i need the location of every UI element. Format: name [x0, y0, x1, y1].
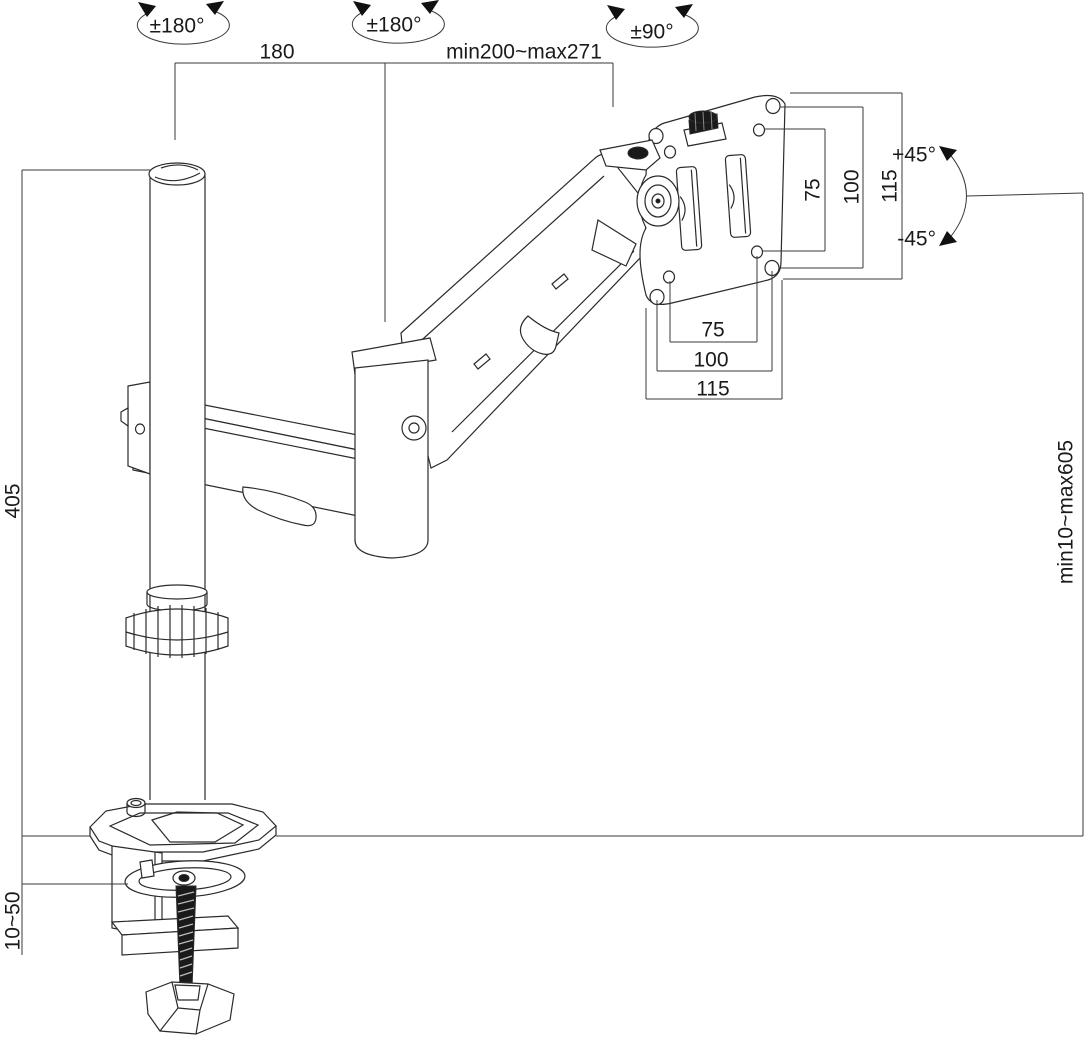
dim-forearm: min200~max271 — [385, 41, 614, 107]
clamp-screw — [175, 885, 197, 989]
dim-upper-arm: 180 — [174, 41, 386, 322]
dim-10-50-label: 10~50 — [2, 892, 25, 951]
tilt-pivot-head — [591, 139, 680, 267]
vesa-width-75-label: 75 — [701, 319, 724, 342]
vesa-width-115-label: 115 — [696, 378, 729, 401]
cable-clip — [242, 486, 317, 527]
pole — [148, 162, 206, 800]
vesa-height-100-label: 100 — [841, 169, 864, 204]
dim-pole-height: 405 10~50 — [2, 169, 150, 955]
dimensions: 180 min200~max271 405 10~50 min10~max605… — [2, 0, 1084, 955]
dim-405-label: 405 — [2, 483, 25, 518]
rotation-head-label: ±90° — [630, 21, 673, 44]
rotation-pole-label: ±180° — [150, 15, 205, 38]
clamp-knob — [145, 981, 235, 1035]
elbow-joint — [351, 337, 437, 559]
dim-min10-max605-label: min10~max605 — [1055, 440, 1078, 584]
tilt-arc: +45° -45° — [892, 144, 967, 251]
cable-clip-upper — [519, 315, 560, 355]
rotation-arc-elbow: ±180° — [351, 0, 445, 44]
rotation-arc-head: ±90° — [605, 4, 699, 48]
vesa-plate — [638, 94, 786, 306]
vesa-height-115-label: 115 — [879, 169, 902, 202]
gas-spring-arm — [400, 153, 650, 469]
vesa-width-100-label: 100 — [693, 349, 728, 372]
rotation-elbow-label: ±180° — [367, 14, 422, 37]
tilt-down-label: -45° — [897, 228, 936, 251]
dim-vesa-width: 75 100 115 — [645, 256, 783, 401]
vesa-slot-right — [724, 154, 752, 238]
rotation-arc-pole: ±180° — [136, 1, 230, 45]
base-set-screw — [126, 797, 146, 818]
desk-clamp — [110, 845, 246, 1035]
dim-180-label: 180 — [259, 41, 294, 64]
pole-cap — [148, 162, 206, 186]
vesa-height-75-label: 75 — [802, 178, 825, 201]
dim-min200-max271-label: min200~max271 — [446, 41, 602, 64]
dim-height-range: min10~max605 — [966, 192, 1084, 836]
quick-release-knob — [683, 110, 727, 147]
base-plate — [89, 797, 277, 862]
height-adjust-ring — [125, 584, 229, 658]
vesa-slot-left — [675, 166, 703, 251]
tilt-up-label: +45° — [892, 144, 936, 167]
dim-vesa-height: 75 100 115 — [762, 92, 903, 280]
